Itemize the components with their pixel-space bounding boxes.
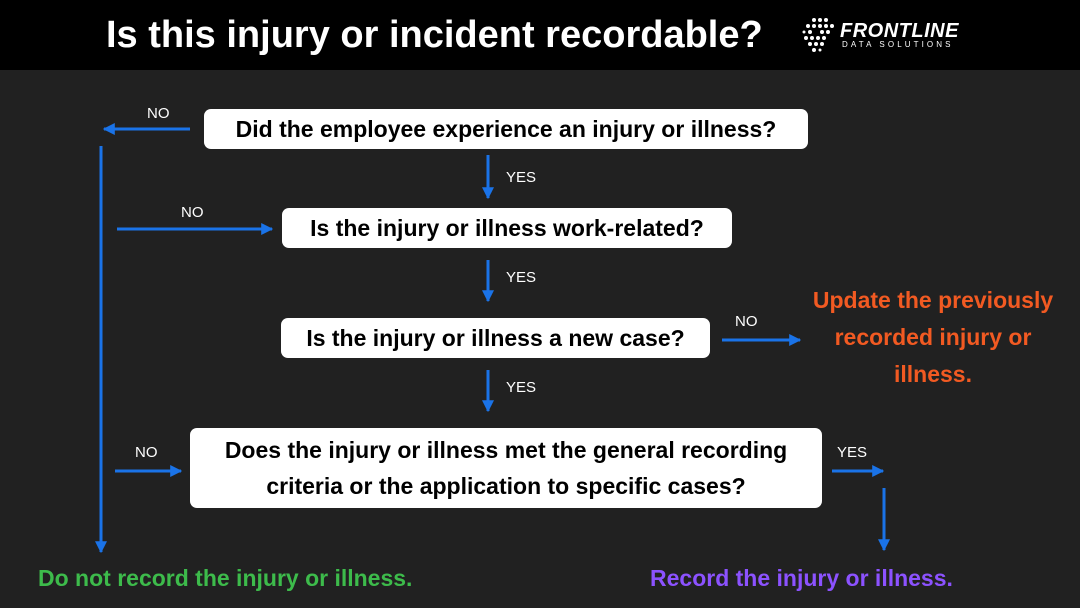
label-yes-q2: YES [506,269,537,286]
label-no-q2: NO [181,204,204,221]
label-yes-q3: YES [506,379,537,396]
logo-dots-icon [802,18,834,52]
label-no-q3: NO [735,313,758,330]
question-injury-or-illness: Did the employee experience an injury or… [204,109,808,149]
header-bar: Is this injury or incident recordable? F… [0,0,1080,70]
page-title: Is this injury or incident recordable? [106,14,763,56]
outcome-do-not-record: Do not record the injury or illness. [38,565,413,591]
outcome-update-record: Update the previously recorded injury or… [812,287,1054,387]
logo-text: FRONTLINE [840,20,959,42]
logo-subtext: DATA SOLUTIONS [842,40,954,49]
outcome-record: Record the injury or illness. [650,565,953,591]
label-no-q1: NO [147,105,170,122]
label-no-q4: NO [135,444,158,461]
question-new-case: Is the injury or illness a new case? [281,318,710,358]
question-work-related: Is the injury or illness work-related? [282,208,732,248]
question-recording-criteria: Does the injury or illness met the gener… [190,428,822,508]
label-yes-q4: YES [837,444,868,461]
frontline-logo: FRONTLINE DATA SOLUTIONS [800,16,990,56]
label-yes-q1: YES [506,169,537,186]
